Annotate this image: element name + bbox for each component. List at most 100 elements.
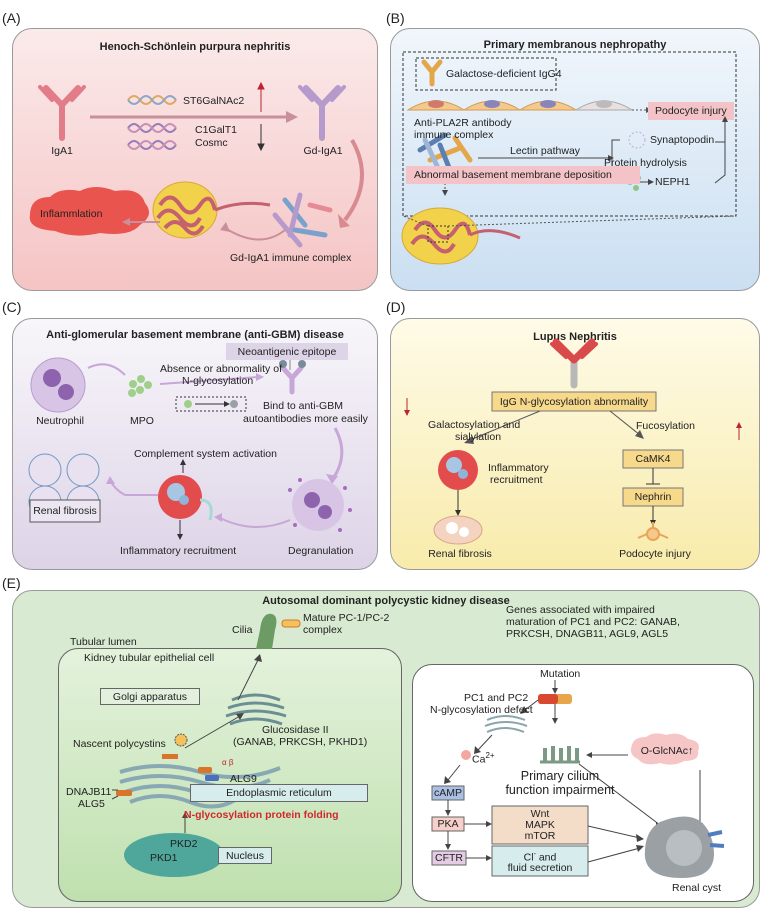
neoantigenic-epitope-box: Neoantigenic epitope — [226, 343, 348, 360]
cosmc-label: Cosmc — [195, 137, 228, 149]
pka-box: PKA — [437, 818, 459, 830]
galactose-deficient-label: Galactose-deficient IgG4 — [446, 68, 562, 80]
anti-pla2r-label-1: Anti-PLA2R antibody — [414, 117, 512, 129]
pkd2-label: PKD2 — [170, 838, 198, 850]
cilia-label: Cilia — [232, 624, 253, 636]
lectin-pathway-label: Lectin pathway — [510, 145, 581, 157]
dna-helix-icon — [127, 95, 177, 150]
chloride-label: Cl- and — [492, 849, 588, 864]
pkd1-label: PKD1 — [150, 852, 178, 864]
cftr-box: CFTR — [435, 852, 463, 864]
gd-iga1-antibody-icon — [298, 85, 346, 141]
anti-pla2r-label-2: immune complex — [414, 129, 494, 141]
panel-a-title: Henoch-Schönlein purpura nephritis — [99, 41, 291, 53]
mature-complex-label-2: complex — [303, 624, 343, 636]
alg5-label: ALG5 — [78, 798, 105, 810]
pc-defect-label-1: PC1 and PC2 — [464, 692, 529, 704]
inflammatory-label-2: recruitment — [490, 474, 543, 486]
neutrophil-icon — [30, 357, 86, 413]
pc-defect-label-2: N-glycosylation defect — [430, 704, 533, 716]
regulation-arrows — [257, 81, 265, 112]
neph1-label: NEPH1 — [655, 176, 691, 188]
anti-gbm-antibody-icon — [279, 360, 306, 395]
abnormal-deposition-label: Abnormal basement membrane deposition — [414, 169, 612, 181]
glomerulus-icon — [152, 181, 271, 239]
genes-label-2: maturation of PC1 and PC2: GANAB, — [506, 616, 680, 628]
inflammation-label: Inflammlation — [40, 208, 103, 220]
mutation-label: Mutation — [540, 668, 581, 680]
anti-pla2r-complex-icon — [417, 132, 473, 173]
defective-golgi-icon — [484, 715, 528, 733]
calcium-label: Ca2+ — [472, 750, 495, 766]
bind-label-2: autoantibodies more easily — [243, 413, 368, 425]
podocyte-injury-label: Podocyte injury — [655, 105, 727, 117]
complement-label: Complement system activation — [134, 448, 277, 460]
gd-iga1-label: Gd-IgA1 — [303, 145, 343, 157]
panel-e-title: Autosomal dominant polycystic kidney dis… — [262, 595, 510, 607]
igg-antibody-icon — [550, 338, 598, 389]
alpha-beta-label: α β — [222, 758, 234, 767]
renal-cyst-label: Renal cyst — [672, 882, 722, 894]
degranulation-icon — [288, 478, 352, 532]
inflammatory-cell-icon — [438, 450, 478, 490]
iga1-antibody-icon — [38, 85, 86, 141]
genes-label-1: Genes associated with impaired — [506, 604, 655, 616]
immune-complex-label: Gd-IgA1 immune complex — [230, 252, 352, 264]
absence-label-2: N-glycosylation — [182, 375, 254, 387]
primary-cilium-label-2: function impairment — [505, 783, 615, 797]
igg-abnormality-box: IgG N-glycosylation abnormality — [499, 395, 649, 408]
chloride-symbol: Cl — [523, 851, 534, 864]
golgi-apparatus-box: Golgi apparatus — [100, 688, 200, 705]
protein-hydrolysis-label: Protein hydrolysis — [604, 157, 687, 169]
inflammatory-recruitment-label: Inflammatory recruitment — [120, 545, 237, 557]
inflammation-cloud — [29, 187, 149, 236]
genes-label-3: PRKCSH, DNAGB11, AGL9, AGL5 — [506, 628, 669, 640]
o-glcnac-cloud — [630, 733, 699, 765]
camp-box: cAMP — [433, 787, 462, 799]
st6galnac2-label: ST6GalNAc2 — [183, 95, 245, 107]
cilia-icon — [256, 613, 277, 649]
igg4-icon — [421, 59, 443, 87]
podocyte-cells — [406, 100, 634, 111]
panel-c-letter: (C) — [2, 299, 22, 315]
glomerulus-icon — [401, 207, 521, 265]
mpo-label: MPO — [130, 415, 154, 427]
renal-fibrosis-label: Renal fibrosis — [428, 548, 492, 560]
nascent-polycystins-label: Nascent polycystins — [73, 738, 166, 750]
er-box: Endoplasmic reticulum — [190, 784, 368, 802]
fucosylation-label: Fucosylation — [636, 420, 695, 432]
neutrophil-label: Neutrophil — [36, 415, 84, 427]
tubular-lumen-label: Tubular lumen — [70, 636, 137, 648]
panel-e-letter: (E) — [2, 575, 21, 591]
dnajb11-label: DNAJB11 — [66, 786, 112, 798]
mapk-label: MAPK — [525, 819, 555, 831]
degranulation-label: Degranulation — [288, 545, 354, 557]
fluid-secretion-label: fluid secretion — [507, 862, 573, 874]
mtor-label: mTOR — [524, 830, 556, 842]
nephrin-box: Nephrin — [634, 491, 672, 503]
calcium-symbol: Ca — [472, 753, 486, 766]
primary-cilia-icon — [543, 746, 579, 762]
panel-a: Henoch-Schönlein purpura nephritis — [12, 28, 378, 291]
galactosylation-label-2: sialylation — [454, 431, 502, 443]
golgi-icon — [225, 693, 287, 726]
alg9-label: ALG9 — [230, 773, 257, 785]
nucleus-icon — [124, 833, 224, 877]
iga1-label: IgA1 — [51, 145, 73, 157]
calcium-charge: 2+ — [485, 751, 495, 760]
n-glycosylation-folding-label: N-glycosylation protein folding — [184, 809, 339, 821]
renal-fibrosis-box: Renal fibrosis — [33, 505, 97, 517]
galactosylation-label-1: Galactosylation and — [428, 419, 521, 431]
inflammatory-label-1: Inflammatory — [488, 462, 549, 474]
panel-b-title: Primary membranous nephropathy — [483, 39, 667, 51]
c1galt1-label: C1GalT1 — [195, 124, 238, 136]
absence-label-1: Absence or abnormality of — [160, 363, 282, 375]
panel-b-letter: (B) — [386, 10, 405, 26]
mpo-icon — [128, 375, 152, 397]
bind-label-1: Bind to anti-GBM — [263, 400, 343, 412]
